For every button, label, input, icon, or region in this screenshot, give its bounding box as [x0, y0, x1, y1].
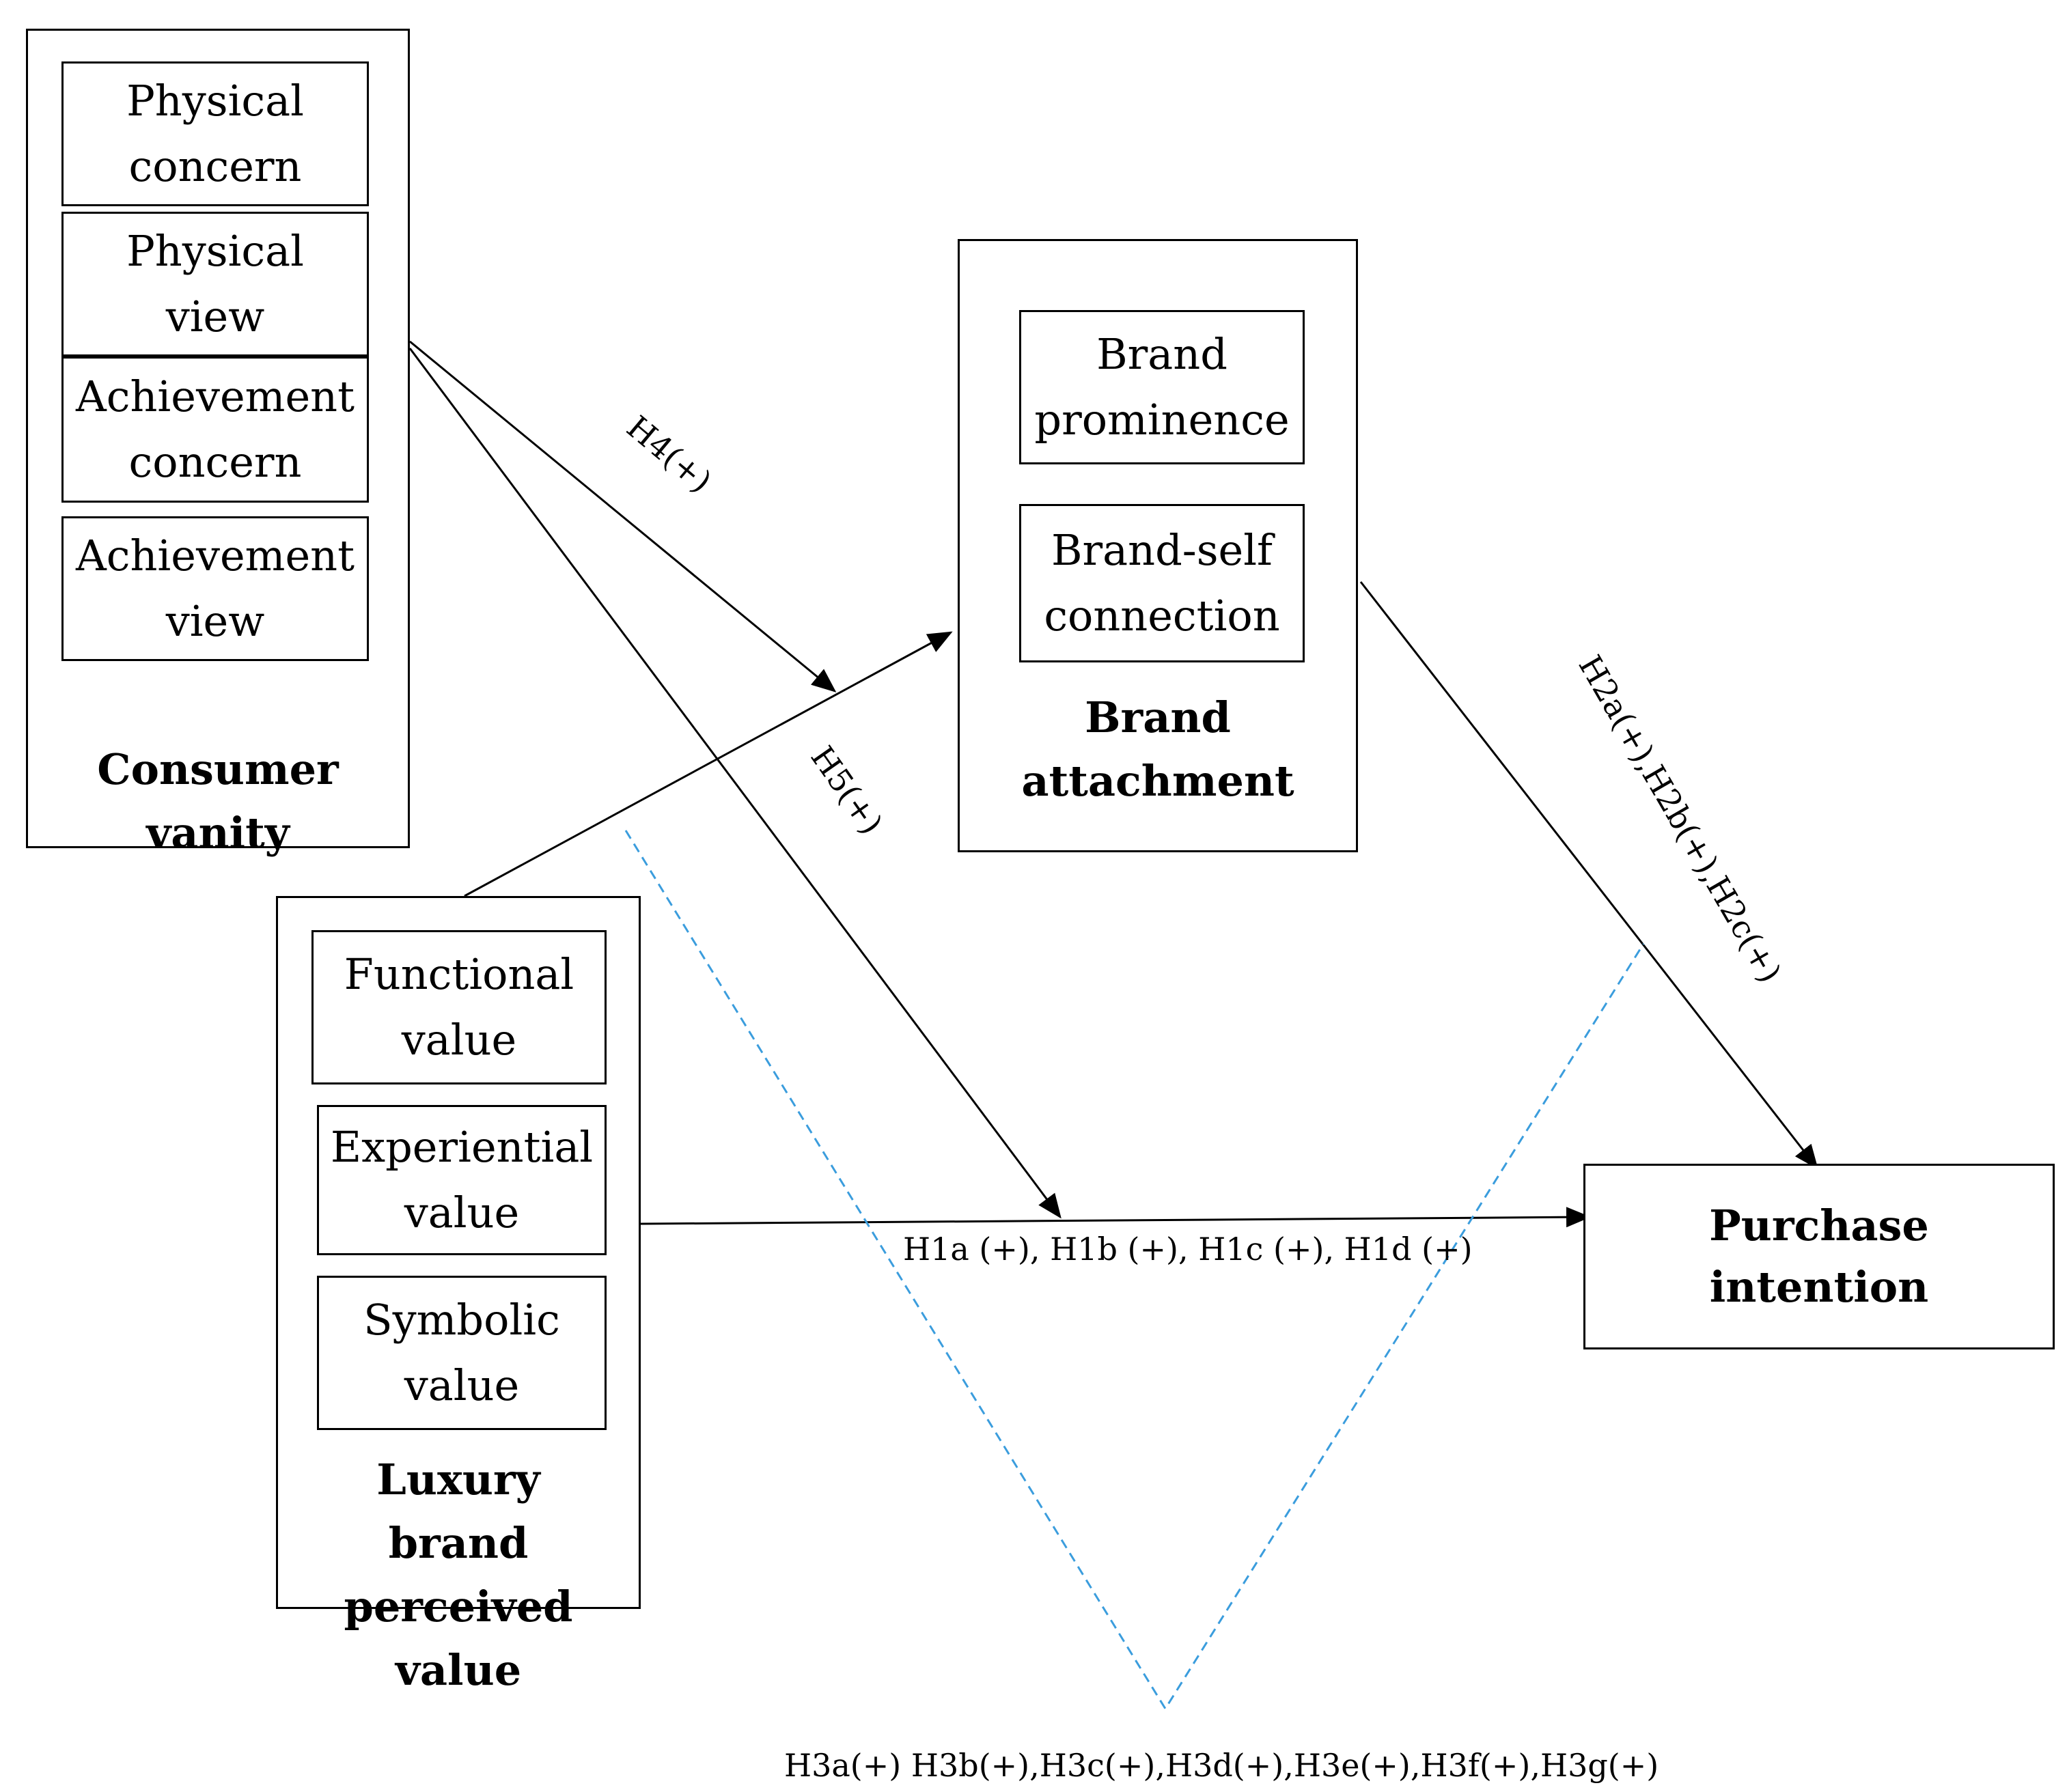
purchase-intention-box: Purchase intention [1583, 1164, 2055, 1349]
symbolic-value-box: Symbolic value [317, 1276, 607, 1430]
brand-attachment-group [958, 239, 1358, 852]
achievement-view-box: Achievement view [61, 516, 369, 661]
moderation-dashed-line [624, 830, 1645, 1711]
arrow-vanity-to-h1-path [408, 348, 1062, 1219]
brand-attachment-title: Brand attachment [1021, 692, 1294, 806]
h1-label: H1a (+), H1b (+), H1c (+), H1d (+) [903, 1231, 1473, 1268]
brand-prominence-box: Brand prominence [1019, 310, 1305, 464]
arrow-value-to-attachment [464, 631, 953, 897]
h3-label: H3a(+) H3b(+),H3c(+),H3d(+),H3e(+),H3f(+… [784, 1747, 1659, 1784]
luxury-value-group [276, 896, 641, 1609]
arrow-value-to-purchase [640, 1207, 1591, 1228]
consumer-vanity-title: Consumer vanity [97, 744, 339, 858]
experiential-value-box: Experiential value [317, 1105, 607, 1255]
arrow-attachment-to-purchase [1359, 581, 1818, 1170]
achievement-concern-box: Achievement concern [61, 356, 369, 503]
purchase-intention-title: Purchase intention [1709, 1201, 1929, 1312]
physical-concern-box: Physical concern [61, 61, 369, 206]
consumer-vanity-group [26, 29, 410, 848]
functional-value-box: Functional value [311, 930, 607, 1084]
brand-self-connection-box: Brand-self connection [1019, 504, 1305, 662]
physical-view-box: Physical view [61, 212, 369, 356]
luxury-value-title: Luxury brand perceived value [344, 1455, 573, 1695]
arrow-vanity-to-attachment [409, 340, 837, 692]
